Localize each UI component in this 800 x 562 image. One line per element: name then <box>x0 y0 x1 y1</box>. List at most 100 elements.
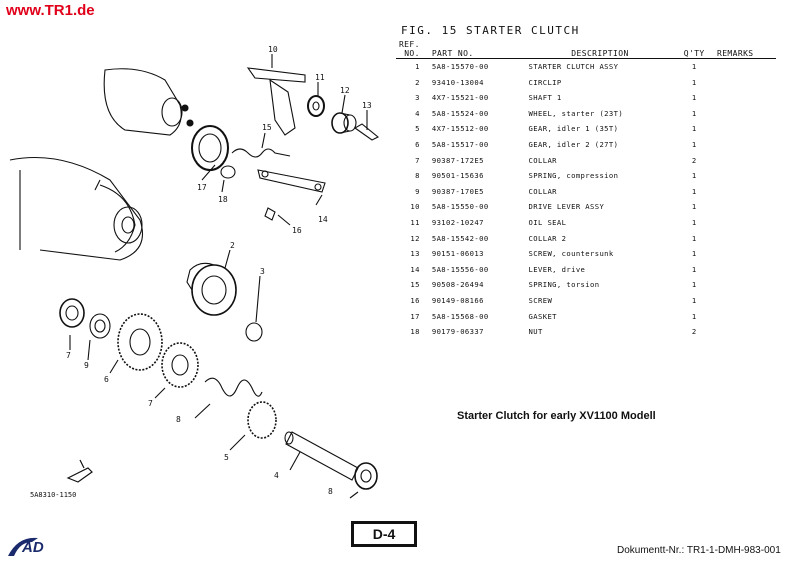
callout-14: 14 <box>318 215 328 224</box>
cell-part-no: 90387-170E5 <box>431 186 484 196</box>
cell-qty: 1 <box>691 139 697 149</box>
cell-ref: 12 <box>410 233 420 243</box>
cell-description: SPRING, torsion <box>528 280 600 290</box>
document-number: Dokumentt-Nr.: TR1-1-DMH-983-001 <box>617 545 781 556</box>
cell-qty: 1 <box>691 249 697 259</box>
cell-description: SCREW <box>528 295 553 305</box>
cell-description: GEAR, idler 2 (27T) <box>528 139 619 149</box>
part-icon <box>66 459 93 483</box>
cell-qty: 1 <box>691 280 697 290</box>
callout-17: 17 <box>197 183 207 192</box>
cell-part-no: 90151-06013 <box>431 249 484 259</box>
cell-remarks <box>715 168 776 184</box>
callout-7a: 7 <box>66 351 71 360</box>
cell-ref: 11 <box>410 217 420 227</box>
cell-qty: 2 <box>691 327 697 337</box>
brand-logo: AD <box>8 537 44 556</box>
cell-ref: 15 <box>410 280 420 290</box>
shaft <box>285 431 359 481</box>
solenoid <box>103 68 182 136</box>
drive-lever-shaft <box>246 67 306 83</box>
cell-description: SPRING, compression <box>528 171 619 181</box>
cell-part-no: 90508-26494 <box>431 280 484 290</box>
cell-remarks <box>715 293 776 309</box>
cell-part-no: 93410-13004 <box>431 77 484 87</box>
callout-12: 12 <box>340 86 350 95</box>
cell-part-no: 5A8-15550-00 <box>431 202 489 212</box>
cell-description: WHEEL, starter (23T) <box>528 108 624 118</box>
cell-part-no: 4X7-15512-00 <box>431 124 489 134</box>
header-part-no: PART NO. <box>431 49 474 58</box>
cell-description: NUT <box>528 327 543 337</box>
cell-ref: 9 <box>415 186 420 196</box>
cell-qty: 1 <box>691 202 697 212</box>
cell-ref: 13 <box>410 249 420 259</box>
cell-description: CIRCLIP <box>528 77 562 87</box>
cell-remarks <box>715 121 776 137</box>
diagram-code: 5A8310-1150 <box>30 491 77 499</box>
cell-part-no: 5A8-15570-00 <box>431 62 489 71</box>
cell-ref: 16 <box>410 295 420 305</box>
header-qty: Q'TY <box>683 49 705 58</box>
cell-ref: 2 <box>415 77 420 87</box>
callout-11: 11 <box>315 73 325 82</box>
cell-ref: 5 <box>415 124 420 134</box>
callout-18: 18 <box>218 195 228 204</box>
cell-description: STARTER CLUTCH ASSY <box>528 62 619 71</box>
parts-table: REF. NO. PART NO. DESCRIPTION Q'TY REMAR… <box>396 40 776 340</box>
cell-remarks <box>715 137 776 153</box>
callout-9: 9 <box>84 361 89 370</box>
table-row: 2 93410-13004 CIRCLIP 1 <box>396 75 776 91</box>
cell-qty: 1 <box>691 186 697 196</box>
cell-qty: 1 <box>691 171 697 181</box>
callout-13: 13 <box>362 101 372 110</box>
table-row: 9 90387-170E5 COLLAR 1 <box>396 184 776 200</box>
cell-remarks <box>715 246 776 262</box>
callout-6: 7 <box>148 399 153 408</box>
cell-remarks <box>715 184 776 200</box>
cell-ref: 18 <box>410 327 420 337</box>
diagram-caption: Starter Clutch for early XV1100 Modell <box>457 410 656 422</box>
cell-part-no: 93102-10247 <box>431 217 484 227</box>
cell-qty: 1 <box>691 217 697 227</box>
page-label: D-4 <box>351 521 417 547</box>
header-remarks: REMARKS <box>716 49 754 58</box>
cell-ref: 10 <box>410 202 420 212</box>
cell-description: COLLAR <box>528 155 557 165</box>
gasket <box>191 125 229 171</box>
cell-part-no: 90387-172E5 <box>431 155 484 165</box>
cell-description: GASKET <box>528 311 557 321</box>
cell-remarks <box>715 199 776 215</box>
cell-qty: 1 <box>691 295 697 305</box>
table-header-row: REF. NO. PART NO. DESCRIPTION Q'TY REMAR… <box>396 40 776 59</box>
cell-remarks <box>715 277 776 293</box>
cell-description: OIL SEAL <box>528 217 567 227</box>
cell-remarks <box>715 215 776 231</box>
cell-description: COLLAR <box>528 186 557 196</box>
callout-10: 10 <box>268 45 278 54</box>
cell-ref: 7 <box>415 155 420 165</box>
table-row: 11 93102-10247 OIL SEAL 1 <box>396 215 776 231</box>
cell-part-no: 5A8-15524-00 <box>431 108 489 118</box>
callout-16: 16 <box>292 226 302 235</box>
site-url[interactable]: www.TR1.de <box>6 2 95 19</box>
cell-description: GEAR, idler 1 (35T) <box>528 124 619 134</box>
cell-remarks <box>715 324 776 340</box>
cell-qty: 1 <box>691 77 697 87</box>
figure-title: FIG. 15 STARTER CLUTCH <box>401 24 580 37</box>
cell-part-no: 5A8-15556-00 <box>431 264 489 274</box>
cell-qty: 1 <box>691 124 697 134</box>
cell-description: SHAFT 1 <box>528 93 562 103</box>
cell-part-no: 5A8-15517-00 <box>431 139 489 149</box>
starter-clutch-assy <box>191 264 237 316</box>
